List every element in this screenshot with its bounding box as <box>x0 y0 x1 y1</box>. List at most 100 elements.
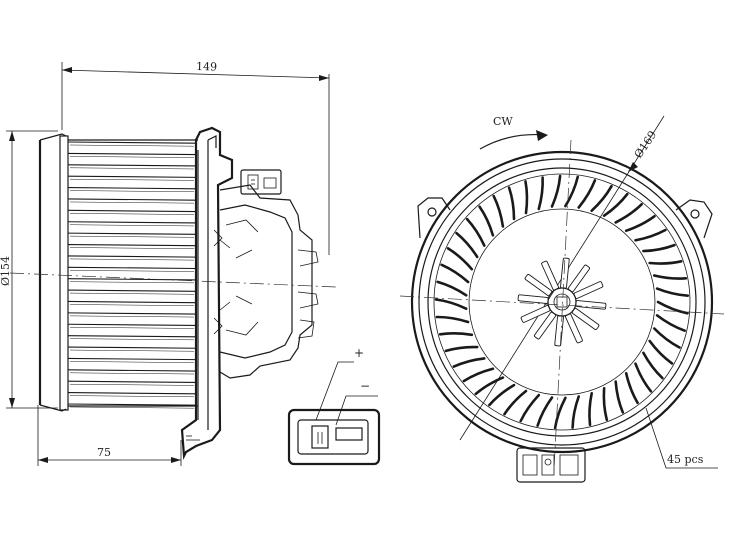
fan-blade <box>614 380 625 414</box>
motor-housing <box>213 184 319 379</box>
rotation-arrow-icon <box>536 130 548 141</box>
fan-blade <box>602 387 609 422</box>
fan-blade <box>602 192 629 217</box>
side-blade <box>67 289 197 292</box>
dimension-diameter: Ø154 <box>0 130 58 409</box>
hub-fin <box>554 315 564 347</box>
side-blade <box>67 380 197 383</box>
side-blade-edge <box>69 190 195 193</box>
side-blade-edge <box>69 201 195 204</box>
side-blade-edge <box>69 361 195 363</box>
connector-view: + − <box>287 346 381 466</box>
fan-blade <box>537 176 544 211</box>
fan-blade <box>503 389 528 416</box>
side-centerline <box>9 272 337 288</box>
fan-blade <box>588 392 593 427</box>
side-blade <box>67 164 197 167</box>
side-blade <box>67 323 197 327</box>
side-blade-edge <box>69 281 195 284</box>
fan-wheel-side <box>38 133 198 412</box>
fan-blade <box>435 315 470 324</box>
rotation-label: CW <box>493 115 513 128</box>
fan-blade <box>452 357 486 368</box>
side-blade-edge <box>69 144 195 147</box>
side-blade <box>67 357 197 361</box>
side-blade-edge <box>69 178 195 181</box>
diameter-label-side: Ø154 <box>0 256 12 286</box>
fan-blade <box>488 383 516 407</box>
side-blade <box>67 243 197 247</box>
fan-blade <box>550 174 562 208</box>
fan-blade <box>434 298 468 310</box>
dimension-depth: 75 <box>37 405 182 466</box>
side-blade <box>67 278 197 281</box>
side-terminal <box>240 169 282 195</box>
side-blade <box>67 152 197 156</box>
fan-blade <box>536 396 554 427</box>
side-blade-edge <box>69 338 195 341</box>
connector-plug <box>287 408 381 466</box>
side-blade-edge <box>69 315 195 318</box>
side-blade <box>67 187 197 190</box>
fan-blade <box>634 228 667 242</box>
fan-blade <box>614 203 643 224</box>
fan-blade <box>478 205 495 237</box>
side-blade-edge <box>69 327 195 329</box>
side-blade <box>67 335 197 338</box>
mounting-plate <box>180 126 234 461</box>
hub-fin <box>517 294 549 304</box>
fan-blade <box>519 393 541 423</box>
fan-blade <box>524 180 529 215</box>
side-blade <box>67 255 197 258</box>
front-centerline-h <box>399 295 725 315</box>
fan-blade <box>455 231 479 259</box>
fan-blade <box>444 345 479 353</box>
fan-blade <box>446 247 474 271</box>
side-blade-edge <box>69 395 195 398</box>
side-blade <box>67 300 197 304</box>
side-blade <box>67 175 197 178</box>
side-blade <box>67 232 197 235</box>
side-blade-edge <box>69 383 195 386</box>
side-blade <box>67 312 197 315</box>
fan-blade <box>507 186 516 221</box>
side-blade <box>67 403 197 406</box>
fan-blade <box>653 274 688 280</box>
side-blade-edge <box>69 349 195 352</box>
connector-plus-label: + <box>354 346 364 360</box>
fan-blade <box>624 215 656 232</box>
side-blade <box>67 209 197 213</box>
side-blade-edge <box>69 292 195 295</box>
side-blade-edge <box>69 372 195 375</box>
rotation-indicator: CW <box>479 115 548 150</box>
fan-blade <box>642 243 676 253</box>
fan-blade <box>653 327 681 349</box>
side-blade-edge <box>69 247 195 249</box>
depth-label: 75 <box>97 446 111 459</box>
side-blade <box>67 346 197 349</box>
side-blade <box>67 198 197 201</box>
fan-blade <box>474 376 505 396</box>
diameter-label-front: Ø169 <box>632 129 660 161</box>
side-blade <box>67 369 197 372</box>
fan-blade <box>590 184 613 212</box>
fan-blade <box>462 367 495 383</box>
side-blade-edge <box>69 270 195 272</box>
blade-count-label: 45 pcs <box>667 453 704 466</box>
hub-fin-shape <box>575 300 607 310</box>
fan-blade <box>564 175 579 208</box>
hub-fins <box>517 257 607 347</box>
fan-blade <box>553 396 567 430</box>
front-blades <box>434 174 690 430</box>
side-view: 149 Ø154 75 <box>0 60 337 466</box>
side-blade-edge <box>69 406 195 409</box>
fan-blade <box>438 331 474 337</box>
fan-blade <box>436 280 468 297</box>
fan-blade <box>440 263 470 284</box>
side-blade <box>67 392 197 395</box>
side-blade-edge <box>69 258 195 261</box>
fan-blade <box>634 362 653 393</box>
side-blade <box>67 141 197 144</box>
hub-fin-shape <box>517 294 549 304</box>
